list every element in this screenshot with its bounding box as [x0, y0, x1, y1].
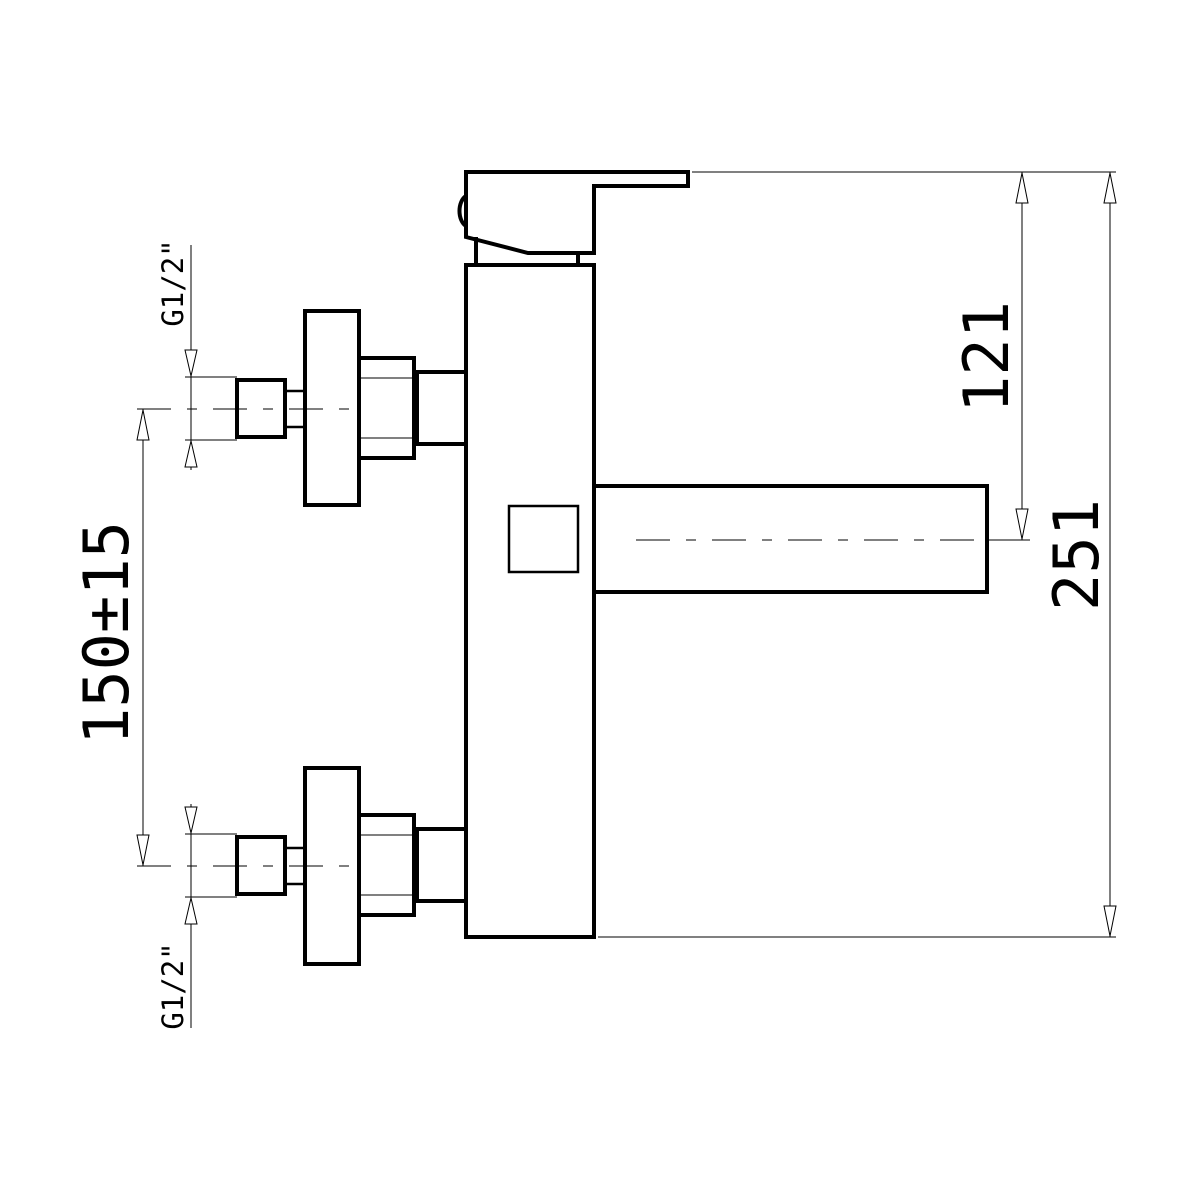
- dimension-spout-height: 121: [950, 172, 1030, 541]
- mixer-body: [464, 263, 596, 939]
- lever-handle: [457, 170, 690, 264]
- overall-height-label: 251: [1040, 499, 1113, 611]
- spout: [592, 484, 989, 594]
- upper-eccentric-connection: [137, 309, 468, 507]
- dimension-overall-height: 251: [598, 171, 1117, 938]
- dimension-inlet-spacing: 150±15: [70, 409, 150, 866]
- dimension-thread-top: G1/2": [156, 239, 237, 470]
- thread-top-label: G1/2": [156, 239, 190, 326]
- lower-eccentric-connection: [137, 766, 468, 966]
- thread-bottom-label: G1/2": [156, 942, 190, 1029]
- spout-height-label: 121: [950, 301, 1023, 413]
- inlet-spacing-label: 150±15: [70, 521, 143, 745]
- dimension-thread-bottom: G1/2": [156, 804, 237, 1030]
- diverter-square: [507, 504, 580, 574]
